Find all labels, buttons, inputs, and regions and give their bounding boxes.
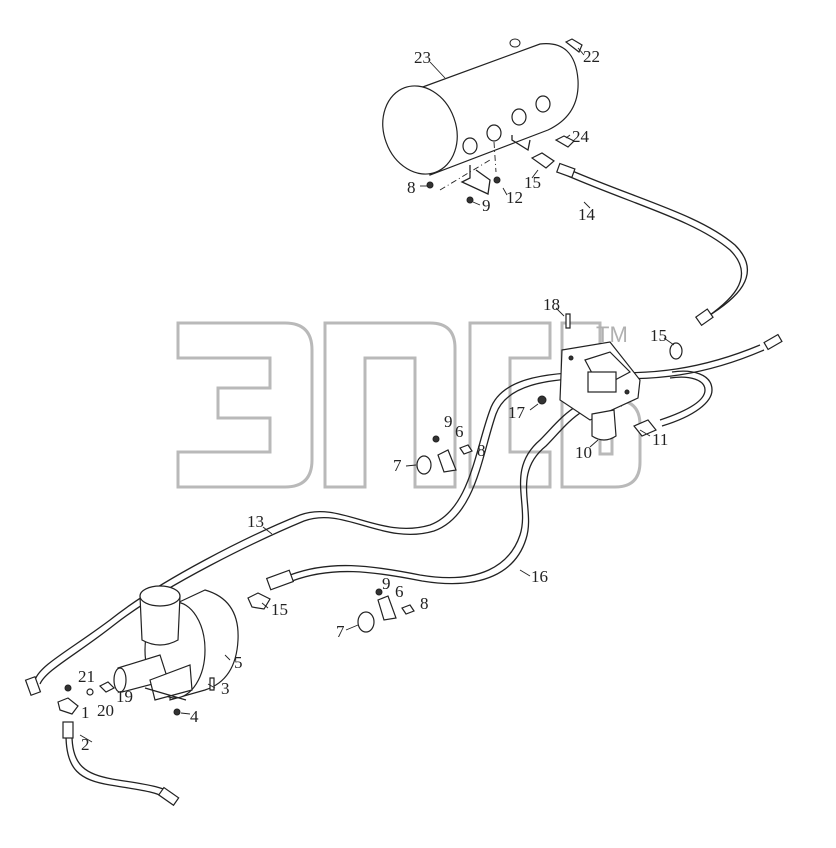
callout-7: 7 bbox=[393, 456, 402, 475]
callout-5: 5 bbox=[234, 653, 243, 672]
hose-2 bbox=[62, 721, 180, 807]
callout-1: 1 bbox=[81, 703, 90, 722]
callout-24: 24 bbox=[572, 127, 590, 146]
valve-assembly bbox=[559, 341, 641, 441]
callout-11: 11 bbox=[652, 430, 668, 449]
callout-19: 19 bbox=[116, 687, 133, 706]
callout-22: 22 bbox=[583, 47, 600, 66]
callout-6: 6 bbox=[455, 422, 464, 441]
callout-6: 6 bbox=[395, 582, 404, 601]
tank-fittings bbox=[426, 38, 583, 204]
clip-group-upper bbox=[416, 435, 473, 475]
air-tank bbox=[382, 38, 579, 195]
leader-lines bbox=[79, 47, 675, 743]
callout-18: 18 bbox=[543, 295, 560, 314]
clip-group-lower bbox=[357, 588, 415, 633]
callout-12: 12 bbox=[506, 188, 523, 207]
callout-9: 9 bbox=[382, 574, 391, 593]
callout-9: 9 bbox=[482, 196, 491, 215]
callout-2: 2 bbox=[81, 735, 90, 754]
callout-10: 10 bbox=[575, 443, 592, 462]
tee-fitting-group bbox=[57, 681, 116, 715]
callout-20: 20 bbox=[97, 701, 114, 720]
hose-16 bbox=[265, 397, 623, 591]
callout-21: 21 bbox=[78, 667, 95, 686]
callout-3: 3 bbox=[221, 679, 230, 698]
callout-labels: 23 22 24 8 9 12 15 14 18 15 17 11 10 9 6… bbox=[78, 47, 668, 754]
callout-14: 14 bbox=[578, 205, 596, 224]
watermark-tm: TM bbox=[596, 322, 628, 347]
fitting-15-mid bbox=[669, 342, 683, 360]
callout-9: 9 bbox=[444, 412, 453, 431]
callout-8: 8 bbox=[407, 178, 416, 197]
hose-11 bbox=[633, 370, 713, 437]
bolt-18 bbox=[565, 313, 571, 329]
callout-13: 13 bbox=[247, 512, 264, 531]
callout-23: 23 bbox=[414, 48, 431, 67]
callout-15: 15 bbox=[650, 326, 667, 345]
hose-13 bbox=[24, 333, 783, 696]
callout-15: 15 bbox=[524, 173, 541, 192]
fitting-17 bbox=[537, 395, 547, 405]
callout-17: 17 bbox=[508, 403, 526, 422]
hose-14 bbox=[556, 162, 749, 327]
callout-8: 8 bbox=[420, 594, 429, 613]
callout-15: 15 bbox=[271, 600, 288, 619]
pump-assembly bbox=[113, 585, 239, 716]
callout-7: 7 bbox=[336, 622, 345, 641]
callout-4: 4 bbox=[190, 707, 199, 726]
callout-16: 16 bbox=[531, 567, 548, 586]
callout-8: 8 bbox=[477, 441, 486, 460]
